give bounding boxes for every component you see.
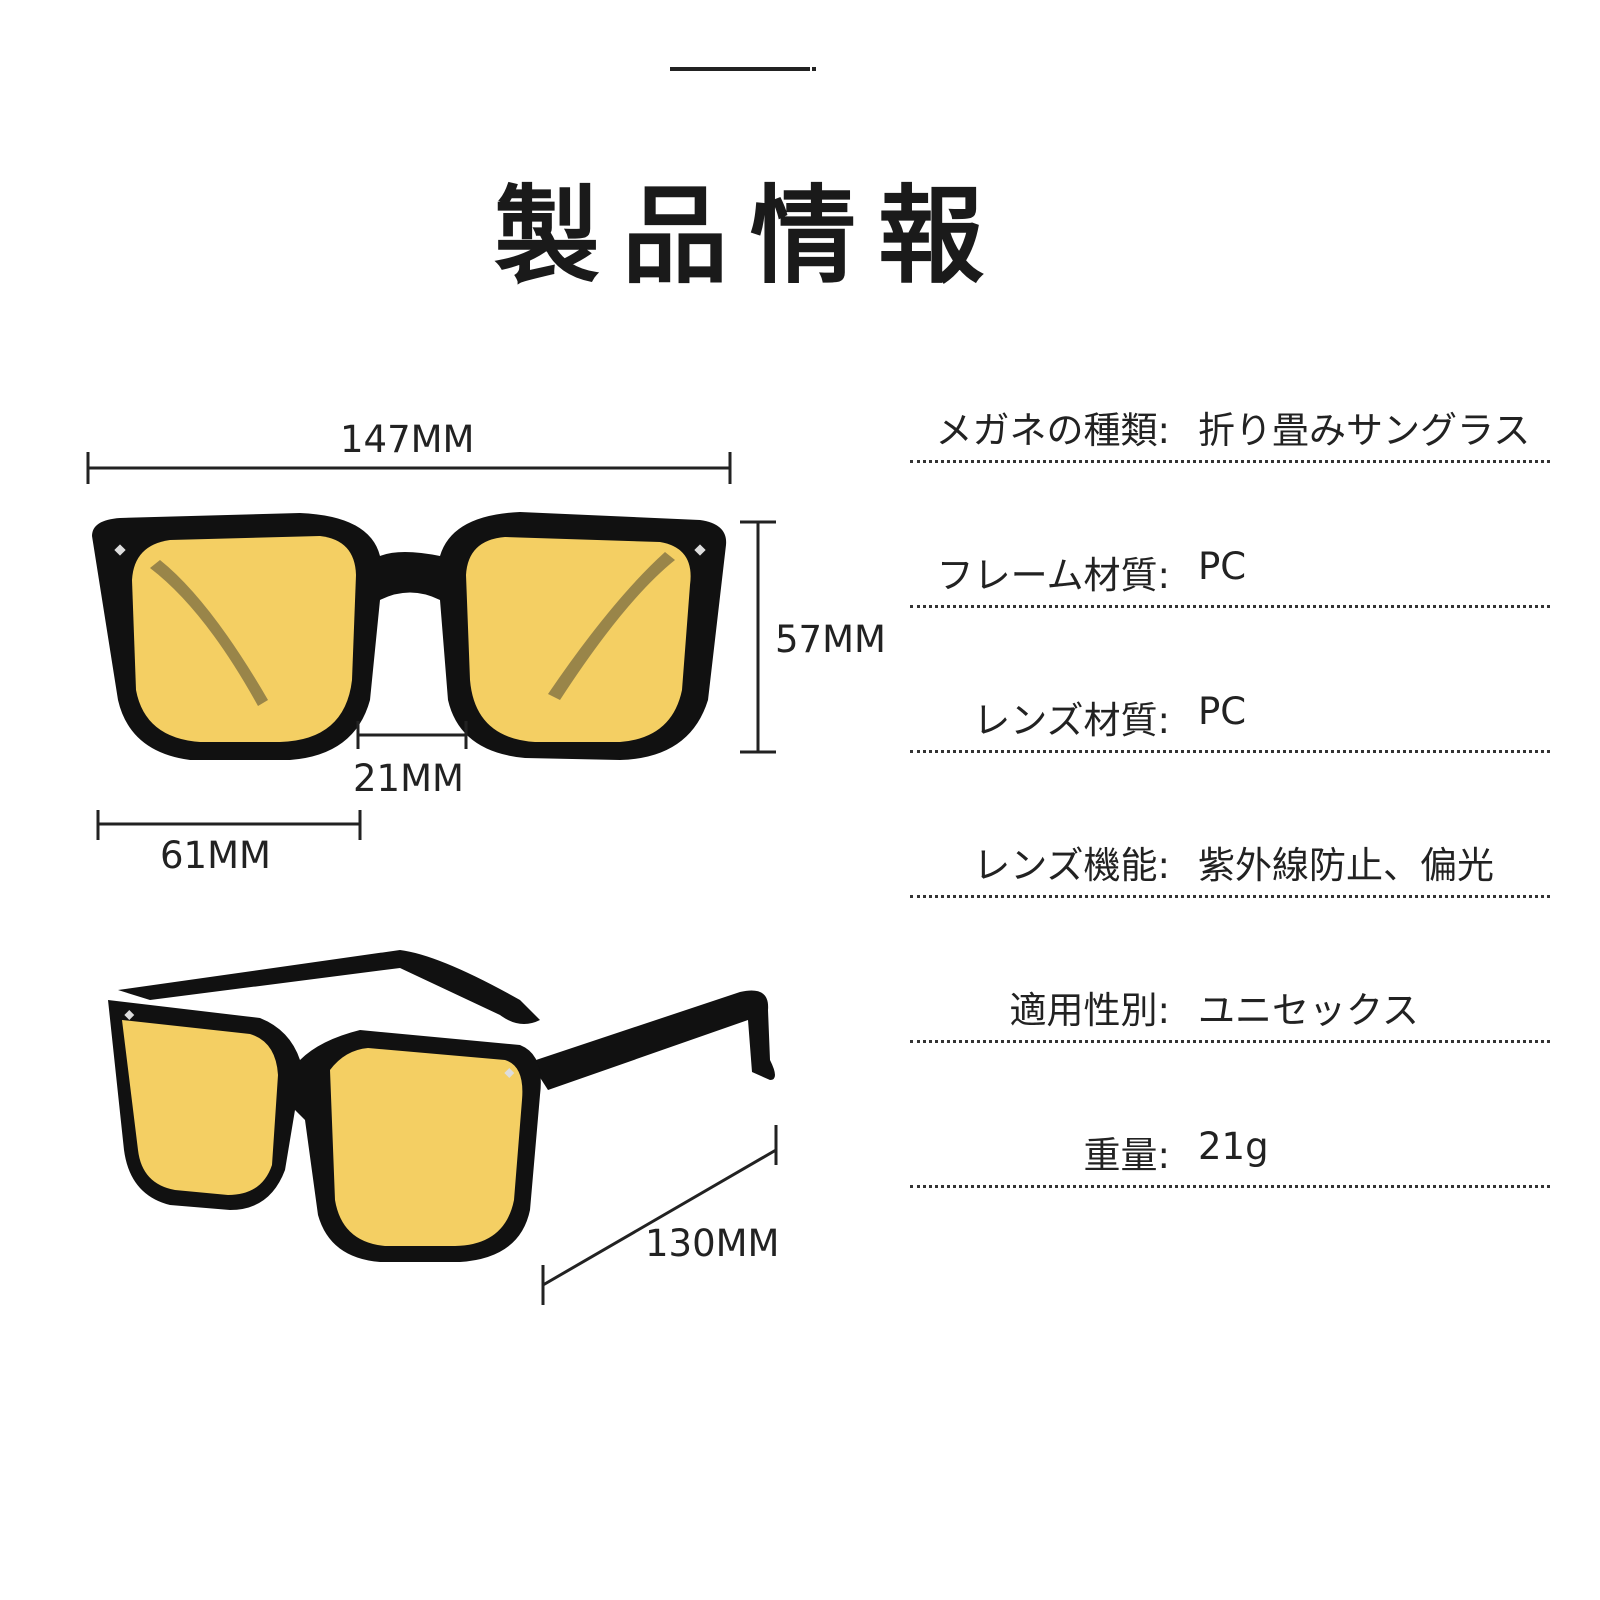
spec-row-frame-material: フレーム材質: PC — [910, 545, 1550, 608]
spec-label: レンズ材質: — [973, 699, 1170, 742]
spec-label: メガネの種類: — [935, 409, 1170, 452]
lens-width-dimension-line — [96, 810, 362, 840]
lens-width-label: 61MM — [160, 834, 271, 877]
spec-label: 重量: — [1083, 1134, 1170, 1177]
page-title: 製品情報 — [494, 175, 1006, 298]
spec-value: 紫外線防止、偏光 — [1198, 844, 1494, 887]
front-view-glasses — [92, 512, 727, 760]
lens-height-label: 57MM — [775, 618, 886, 661]
spec-value: PC — [1198, 690, 1247, 733]
spec-value: PC — [1198, 545, 1247, 588]
top-divider — [670, 67, 810, 71]
left-lens — [132, 536, 356, 742]
spec-label: フレーム材質: — [936, 554, 1170, 597]
bridge-width-label: 21MM — [353, 757, 464, 800]
spec-label: レンズ機能: — [973, 844, 1170, 887]
total-width-dimension-line — [86, 452, 732, 484]
temple-length-label: 130MM — [645, 1222, 780, 1265]
spec-row-lens-function: レンズ機能: 紫外線防止、偏光 — [910, 835, 1550, 898]
temple-length-dimension-line — [541, 1125, 778, 1305]
spec-row-lens-material: レンズ材質: PC — [910, 690, 1550, 753]
total-width-label: 147MM — [340, 418, 475, 461]
angled-right-lens — [330, 1048, 523, 1246]
lens-height-dimension-line — [740, 520, 776, 754]
spec-value: 折り畳みサングラス — [1198, 409, 1531, 452]
spec-label: 適用性別: — [1009, 989, 1170, 1032]
bridge-width-dimension-line — [356, 721, 468, 749]
spec-row-weight: 重量: 21g — [910, 1125, 1550, 1188]
spec-value: ユニセックス — [1198, 989, 1419, 1032]
spec-row-type: メガネの種類: 折り畳みサングラス — [910, 400, 1550, 463]
sunglasses-illustration — [86, 452, 778, 1305]
spec-value: 21g — [1198, 1125, 1269, 1168]
angled-left-lens — [122, 1020, 278, 1195]
angled-view-glasses — [108, 950, 775, 1262]
spec-row-gender: 適用性別: ユニセックス — [910, 980, 1550, 1043]
top-divider-dot — [812, 67, 816, 71]
right-lens — [466, 537, 691, 742]
